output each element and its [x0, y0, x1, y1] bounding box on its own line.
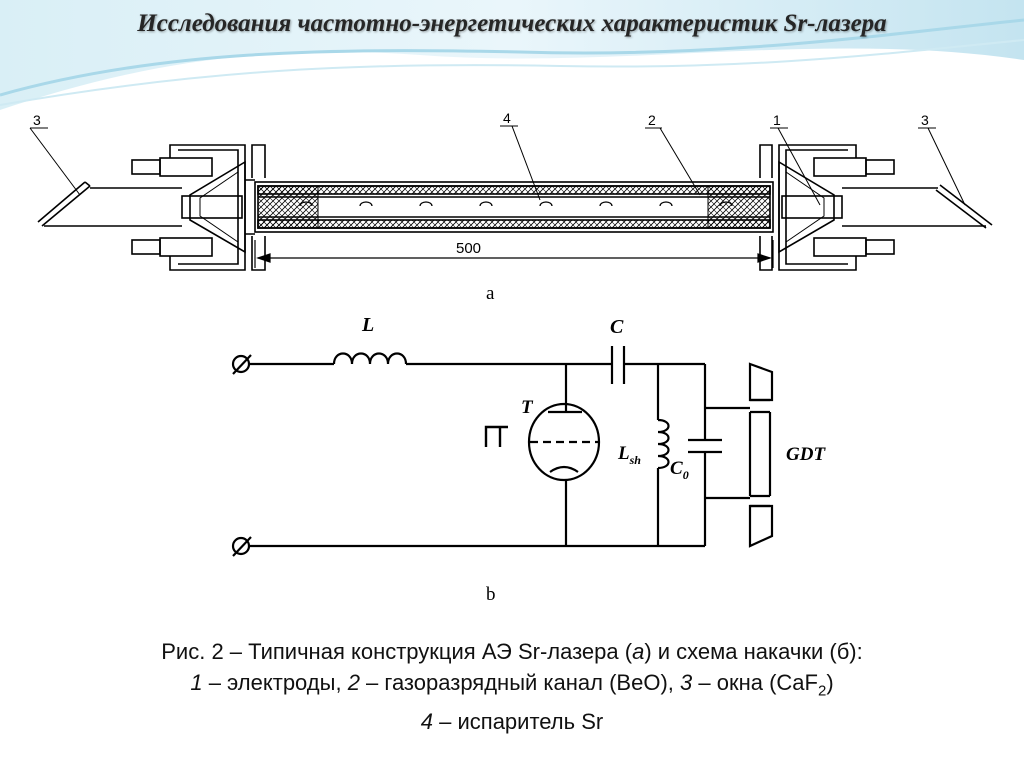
inductor-Lsh	[657, 418, 670, 470]
label-Lsh: Lsh	[617, 443, 641, 467]
label-C0: C0	[670, 458, 689, 482]
part-label-right-window: 3	[921, 112, 929, 128]
dimension-line	[254, 240, 774, 268]
caption-num-1: 1	[190, 670, 203, 695]
gas-discharge-channel	[254, 181, 774, 233]
part-label-channel: 2	[648, 112, 656, 128]
evaporator-sr	[299, 201, 733, 207]
label-GDT: GDT	[786, 444, 826, 465]
caption-item-3-end: )	[826, 670, 834, 695]
label-T: T	[521, 397, 534, 418]
left-window	[37, 181, 182, 227]
right-window	[842, 184, 993, 229]
caption-num-4: 4	[420, 709, 434, 735]
pump-circuit-diagram	[231, 346, 774, 557]
background-wave-decoration	[0, 0, 1024, 110]
label-Lsh-sub: sh	[629, 453, 642, 467]
input-terminal-bottom	[231, 536, 252, 557]
capacitor-C0	[688, 438, 722, 454]
part-label-evaporator: 4	[503, 110, 511, 126]
inductor-L	[332, 352, 408, 365]
caption-item-1: – электроды,	[202, 670, 348, 695]
part-label-left-window: 3	[33, 112, 41, 128]
thyratron-T	[527, 402, 601, 482]
caption-line-1: Рис. 2 – Типичная конструкция АЭ Sr-лазе…	[0, 636, 1024, 667]
leader-lines	[29, 125, 966, 206]
laser-construction-drawing	[29, 125, 993, 271]
slide-title: Исследования частотно-энергетических хар…	[137, 10, 887, 37]
caption-line-3: 4 – испаритель Sr	[0, 706, 1024, 737]
label-C0-sub: 0	[683, 468, 689, 482]
capacitor-C	[610, 346, 626, 384]
caption-num-2: 2	[347, 670, 360, 695]
part-label-electrode: 1	[773, 112, 781, 128]
caption-sub-2: 2	[817, 682, 827, 700]
caption-item-4: – испаритель Sr	[433, 709, 604, 735]
panel-label-a: a	[486, 283, 495, 304]
caption-num-3: 3	[680, 670, 693, 695]
caption-italic-a: а	[632, 639, 645, 664]
label-Lsh-main: L	[617, 443, 630, 464]
label-C0-main: C	[670, 458, 683, 479]
right-electrode-housing	[759, 144, 895, 271]
label-C: C	[610, 316, 624, 338]
caption-text-1: Рис. 2 – Типичная конструкция АЭ Sr-лазе…	[161, 639, 633, 664]
input-terminal-top	[231, 354, 252, 375]
figure-caption: Рис. 2 – Типичная конструкция АЭ Sr-лазе…	[0, 636, 1024, 737]
left-electrode-housing	[131, 144, 266, 271]
label-L: L	[361, 314, 374, 336]
gas-discharge-tube-GDT	[748, 362, 774, 548]
caption-text-1b: ) и схема накачки (б):	[644, 639, 863, 664]
panel-label-b: b	[486, 584, 496, 605]
caption-line-2: 1 – электроды, 2 – газоразрядный канал (…	[0, 667, 1024, 706]
trigger-pulse-icon	[484, 425, 508, 447]
caption-item-2: – газоразрядный канал (BeO),	[359, 670, 680, 695]
dimension-label: 500	[456, 240, 481, 257]
caption-item-3: – окна (CaF	[692, 670, 818, 695]
